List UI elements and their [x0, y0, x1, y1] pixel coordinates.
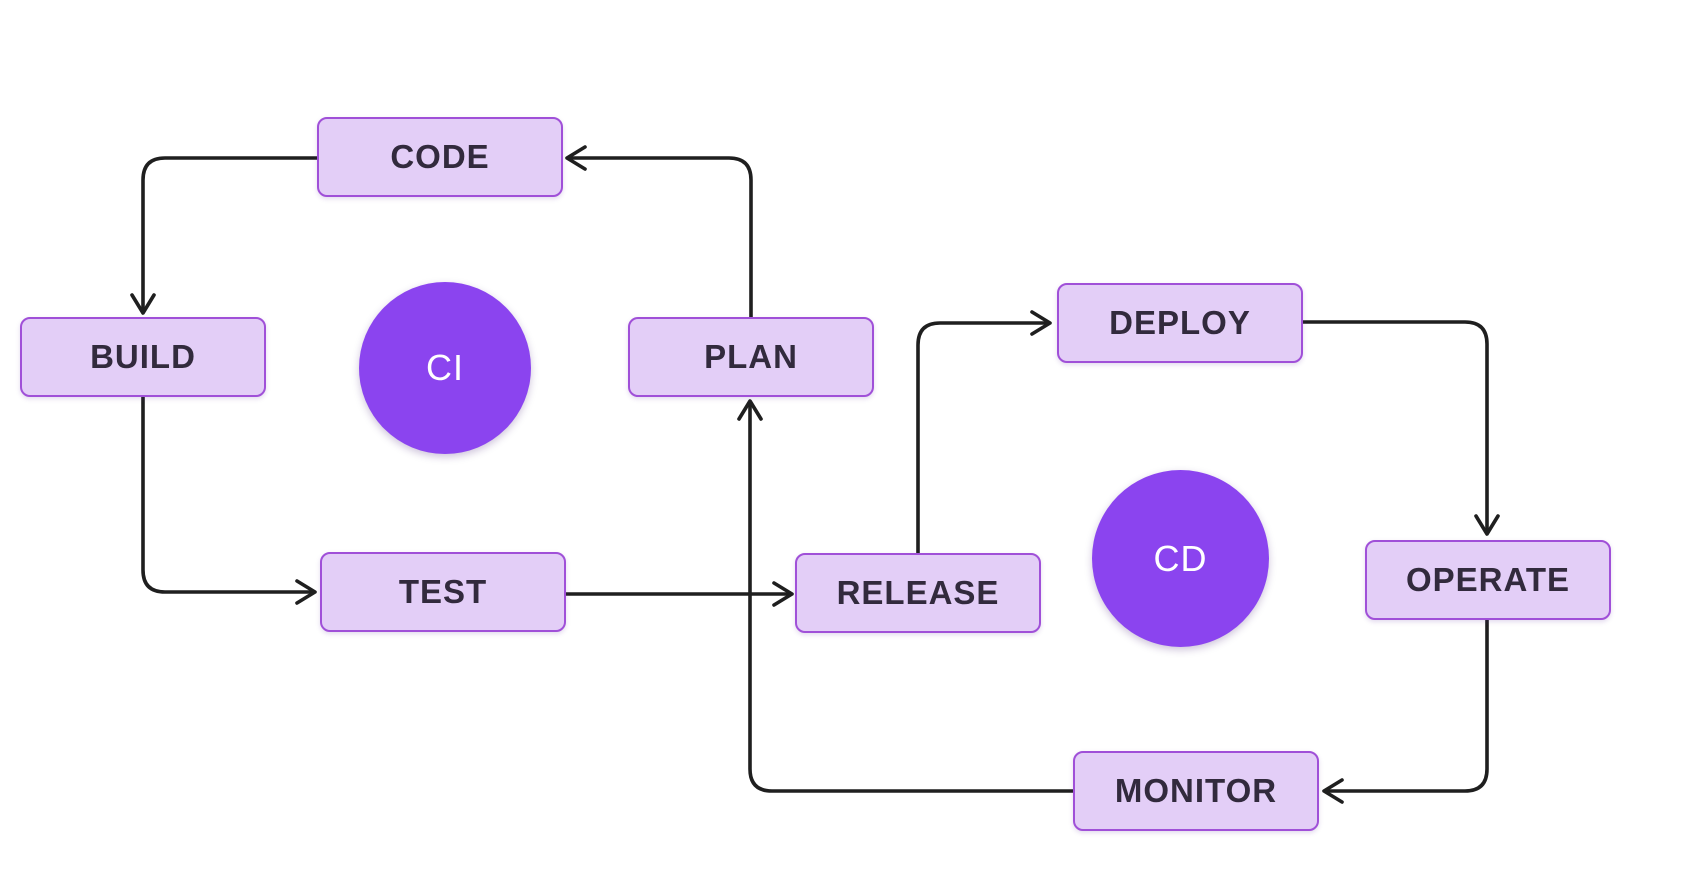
- node-plan: PLAN: [628, 317, 874, 397]
- arrowhead-deploy-operate: [1474, 514, 1500, 536]
- arrowhead-plan-code: [565, 145, 587, 171]
- edge-operate-monitor: [1327, 620, 1489, 793]
- node-operate: OPERATE: [1365, 540, 1611, 620]
- edge-code-build: [141, 156, 317, 310]
- arrowhead-release-deploy: [1030, 310, 1052, 336]
- arrowhead-build-test: [295, 579, 317, 605]
- node-release: RELEASE: [795, 553, 1041, 633]
- node-build: BUILD: [20, 317, 266, 397]
- node-monitor: MONITOR: [1073, 751, 1319, 831]
- arrowhead-test-release: [772, 581, 794, 607]
- circle-ci: CI: [359, 282, 531, 454]
- node-code: CODE: [317, 117, 563, 197]
- node-deploy: DEPLOY: [1057, 283, 1303, 363]
- edge-build-test: [141, 396, 312, 594]
- edge-release-deploy: [916, 321, 1047, 553]
- circle-cd: CD: [1092, 470, 1269, 647]
- arrowhead-monitor-plan: [737, 399, 763, 421]
- node-test: TEST: [320, 552, 566, 632]
- arrowhead-code-build: [130, 293, 156, 315]
- arrowhead-operate-monitor: [1322, 778, 1344, 804]
- edge-deploy-operate: [1303, 320, 1489, 531]
- edge-plan-code: [570, 156, 753, 317]
